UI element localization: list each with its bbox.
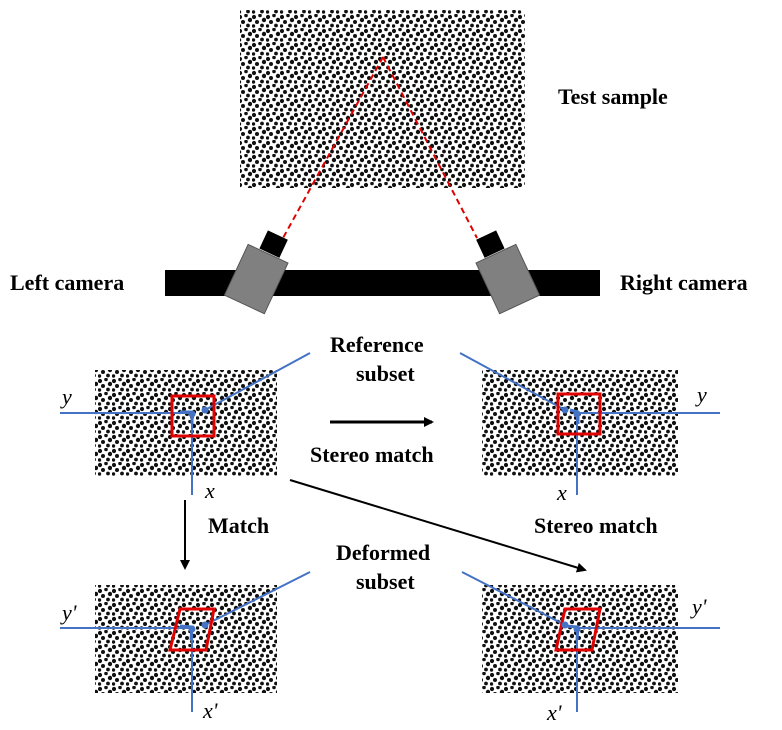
deformed-subset-box <box>168 607 216 652</box>
match-label: Match <box>208 513 269 538</box>
stereo-match-right-label: Stereo match <box>534 513 658 538</box>
leader-line <box>461 571 566 626</box>
ray-right <box>382 56 478 239</box>
axis-label-y-prime: y' <box>690 594 707 619</box>
deformed-subset-box <box>554 607 602 652</box>
reference-subset-box <box>170 394 216 438</box>
leader-line <box>204 352 311 411</box>
leader-line <box>459 352 566 411</box>
deformed-subset-label-line2: subset <box>356 569 415 594</box>
right-reference-image: y x <box>459 352 720 505</box>
axis-label-x-prime: x' <box>202 698 218 723</box>
axis-label-y: y <box>60 384 72 409</box>
right-camera-label: Right camera <box>620 270 748 295</box>
test-sample-label: Test sample <box>558 84 668 109</box>
ray-left <box>282 56 384 239</box>
reference-subset-box <box>556 392 602 436</box>
axis-label-y: y <box>695 382 707 407</box>
stereo-match-center-label: Stereo match <box>310 442 434 467</box>
axis-label-x: x <box>556 480 567 505</box>
reference-subset-label-line1: Reference <box>330 332 424 357</box>
test-sample-image <box>240 10 525 188</box>
left-reference-image: y x <box>60 352 311 503</box>
right-deformed-image: y' x' <box>461 571 720 725</box>
reference-subset-label-line2: subset <box>356 361 415 386</box>
left-deformed-image: y' x' <box>60 571 311 723</box>
right-camera-icon <box>475 230 541 315</box>
diagonal-stereo-arrow <box>289 479 587 573</box>
left-camera-icon <box>223 230 289 315</box>
axis-label-x: x <box>204 478 215 503</box>
left-camera-label: Left camera <box>10 270 124 295</box>
axis-label-x-prime: x' <box>546 700 562 725</box>
deformed-subset-label-line1: Deformed <box>336 540 430 565</box>
leader-line <box>204 571 311 626</box>
axis-label-y-prime: y' <box>60 600 77 625</box>
